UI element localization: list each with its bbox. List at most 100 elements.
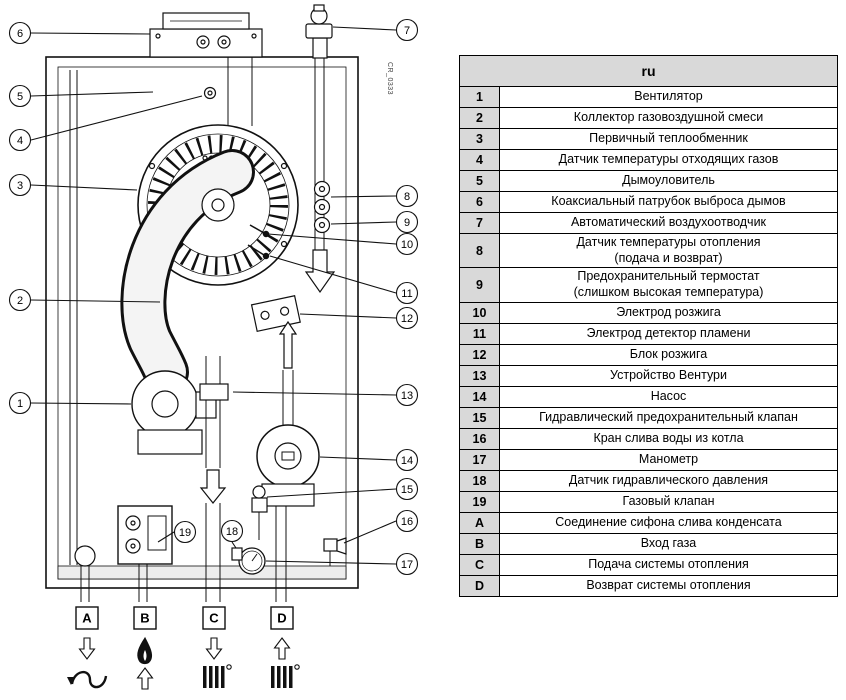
row-number: A	[460, 512, 500, 533]
callout-17: 17	[265, 552, 419, 576]
row-description: Насос	[650, 388, 687, 403]
connection-a: A	[75, 606, 99, 630]
row-description: Кран слива воды из котла	[593, 430, 744, 445]
row-description: Манометр	[638, 451, 699, 466]
flue-collar	[149, 12, 263, 58]
drain-cock	[323, 537, 347, 566]
svg-text:13: 13	[401, 390, 413, 402]
row-number: 18	[460, 470, 500, 491]
row-description: Электрод детектор пламени	[586, 325, 751, 340]
row-number: 14	[460, 386, 500, 407]
ignition-electrode	[249, 224, 270, 238]
svg-text:14: 14	[401, 455, 413, 467]
row-number: D	[460, 575, 500, 596]
mixture-collector-duct	[120, 149, 255, 395]
callout-6: 6	[8, 21, 151, 45]
callout-7: 7	[332, 18, 419, 42]
callout-1: 1	[8, 391, 132, 415]
row-description: Блок розжига	[629, 346, 708, 361]
svg-text:6: 6	[17, 28, 23, 40]
row-number: 13	[460, 365, 500, 386]
svg-text:18: 18	[226, 526, 238, 538]
row-number: 19	[460, 491, 500, 512]
callout-2: 2	[8, 288, 161, 312]
condensate-siphon	[74, 545, 96, 602]
heating-return-symbol	[271, 637, 300, 688]
svg-text:16: 16	[401, 516, 413, 528]
left-pipes	[69, 70, 78, 565]
row-description: Автоматический воздухоотводчик	[570, 215, 767, 230]
row-description: Устройство Вентури	[610, 367, 727, 382]
table-row: 14 Насос	[460, 386, 837, 408]
connection-c: C	[202, 606, 226, 630]
svg-text:4: 4	[17, 135, 23, 147]
table-row: 16 Кран слива воды из котла	[460, 428, 837, 450]
gas-inlet-symbol	[136, 636, 154, 690]
callout-5: 5	[8, 84, 154, 108]
flue-gas-sensor	[203, 86, 217, 100]
callout-11: 11	[269, 255, 419, 305]
callout-14: 14	[319, 448, 419, 472]
callout-10: 10	[267, 232, 419, 256]
svg-text:10: 10	[401, 239, 413, 251]
table-row: 12 Блок розжига	[460, 344, 837, 366]
row-number: 4	[460, 150, 500, 170]
gas-valve	[117, 505, 173, 602]
svg-text:11: 11	[401, 288, 412, 300]
svg-text:D: D	[277, 611, 286, 626]
row-number: 12	[460, 344, 500, 365]
callout-16: 16	[343, 509, 419, 544]
row-number: B	[460, 533, 500, 554]
row-description: Датчик температуры отопления (подача и в…	[576, 235, 761, 265]
connection-b: B	[133, 606, 157, 630]
callout-3: 3	[8, 173, 138, 197]
table-row: 13 Устройство Вентури	[460, 365, 837, 387]
figure-code: CR_0333	[386, 62, 393, 95]
callout-12: 12	[299, 306, 419, 330]
svg-text:15: 15	[401, 484, 413, 496]
venturi	[199, 356, 229, 602]
svg-text:9: 9	[404, 217, 410, 229]
callout-13: 13	[232, 383, 419, 407]
boiler-schematic-svg: CR_0333 6 5 4 3 2 1 7 8 9 10 11 12 13 14…	[8, 4, 419, 690]
row-description: Коллектор газовоздушной смеси	[573, 110, 764, 125]
safety-thermostat	[313, 216, 331, 234]
callout-4: 4	[8, 95, 203, 152]
row-description: Возврат системы отопления	[586, 577, 751, 592]
callout-18: 18	[220, 519, 244, 549]
callout-9: 9	[330, 210, 419, 234]
flame-detector-electrode	[247, 244, 270, 260]
callout-15: 15	[266, 477, 419, 501]
svg-text:19: 19	[179, 527, 191, 539]
row-number: 17	[460, 449, 500, 470]
callout-8: 8	[330, 184, 419, 208]
row-description: Электрод розжига	[616, 304, 721, 319]
row-number: 16	[460, 428, 500, 449]
pressure-sensor	[231, 547, 243, 561]
row-description: Вентилятор	[634, 89, 703, 104]
svg-text:8: 8	[404, 191, 410, 203]
table-row: B Вход газа	[460, 533, 837, 555]
row-description: Дымоуловитель	[622, 173, 715, 188]
row-number: 10	[460, 302, 500, 323]
callout-19: 19	[157, 520, 197, 544]
svg-text:7: 7	[404, 25, 410, 37]
row-number: 15	[460, 407, 500, 428]
svg-text:17: 17	[401, 559, 413, 571]
row-description: Газовый клапан	[622, 493, 715, 508]
row-number: 3	[460, 129, 500, 149]
svg-text:2: 2	[17, 295, 23, 307]
boiler-diagram: CR_0333 6 5 4 3 2 1 7 8 9 10 11 12 13 14…	[8, 4, 419, 690]
row-description: Вход газа	[640, 535, 697, 550]
row-number: 6	[460, 192, 500, 212]
row-description: Коаксиальный патрубок выброса дымов	[551, 194, 786, 209]
svg-text:1: 1	[17, 398, 23, 410]
